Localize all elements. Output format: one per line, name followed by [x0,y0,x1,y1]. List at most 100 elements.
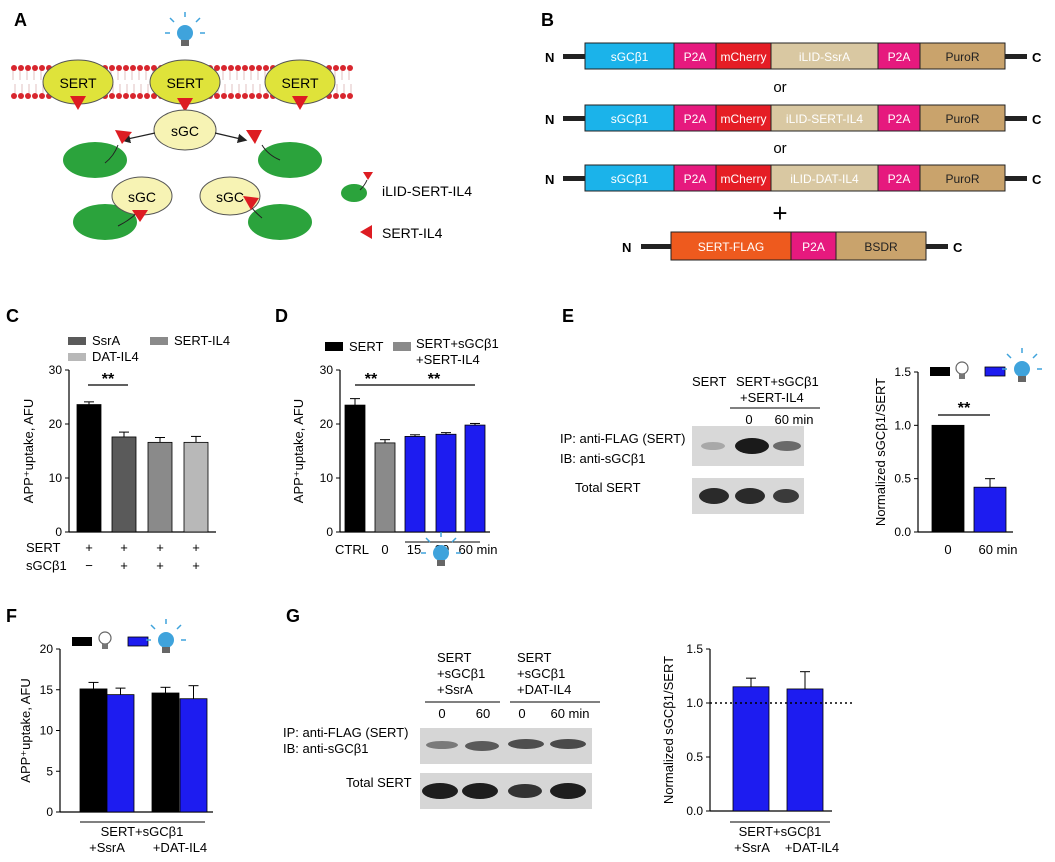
light-off-icon [98,631,112,650]
bar [732,686,770,812]
svg-text:SERT-IL4: SERT-IL4 [382,225,443,241]
sig-marker: ** [102,371,115,388]
construct-segment [670,231,792,261]
construct-segment [919,42,1006,70]
segment-label: PuroR [945,172,979,186]
svg-text:SERT: SERT [59,75,97,91]
svg-text:SERT: SERT [166,75,204,91]
construct-segment [584,104,675,132]
ilid-free-right [246,130,322,178]
western-blot-total [420,773,592,809]
y-tick-label: 0 [55,525,62,539]
construct-segment [919,164,1006,192]
western-blot-ip [692,426,804,466]
segment-label: mCherry [720,112,766,126]
lipid-head [130,93,136,99]
panel-label-a: A [14,10,27,30]
arrow [214,132,248,144]
lipid-head [116,93,122,99]
y-tick-label: 1.0 [894,418,911,432]
lipid-head [263,93,269,99]
y-tick-label: 0 [326,525,333,539]
construct-segment [919,104,1006,132]
sert-il4-triangle [177,98,193,112]
legend-f [72,618,187,654]
segment-label: sGCβ1 [611,112,649,126]
svg-text:SERT: SERT [26,540,60,555]
lipid-head [11,93,17,99]
svg-text:+SERT-IL4: +SERT-IL4 [416,352,480,367]
panel-label-d: D [275,306,288,326]
y-tick-label: 20 [40,642,54,656]
construct-segment [877,104,921,132]
n-terminus-label: N [622,240,631,255]
light-on-icon [164,11,206,47]
segment-label: BSDR [864,240,898,254]
plus-label: + [772,198,787,228]
arrow [120,132,156,144]
light-on-icon [1001,347,1043,383]
sgc-bound-right: sGC [199,176,312,240]
sig-marker: ** [365,371,378,388]
bar [183,441,209,533]
svg-text:+SERT-IL4: +SERT-IL4 [740,390,804,405]
x-tick-label: CTRL [335,542,369,557]
svg-text:IB: anti-sGCβ1: IB: anti-sGCβ1 [283,741,369,756]
linker [1005,54,1027,59]
y-tick-label: 20 [49,417,63,431]
lipid-head [109,65,115,71]
svg-text:0: 0 [518,706,525,721]
svg-text:+SsrA: +SsrA [734,840,770,855]
panel-label-f: F [6,606,17,626]
svg-text:+DAT-IL4: +DAT-IL4 [153,840,207,855]
legend-c: SsrA SERT-IL4 DAT-IL4 [68,333,230,364]
legend-swatch [68,337,86,345]
svg-text:SERT+sGCβ1: SERT+sGCβ1 [101,824,184,839]
svg-text:IB: anti-sGCβ1: IB: anti-sGCβ1 [560,451,646,466]
lipid-head [109,93,115,99]
y-tick-label: 0.5 [894,472,911,486]
western-blot-ip [420,728,592,764]
construct-segment [877,42,921,70]
svg-text:+sGCβ1: +sGCβ1 [437,666,485,681]
svg-text:SERT: SERT [281,75,319,91]
lipid-head [18,93,24,99]
segment-label: PuroR [945,112,979,126]
lipid-head [221,65,227,71]
y-tick-label: 10 [49,471,63,485]
svg-text:sGC: sGC [171,123,199,139]
lipid-head [263,65,269,71]
bar [344,404,366,533]
n-terminus-label: N [545,50,554,65]
svg-text:SERT: SERT [349,339,383,354]
svg-text:+: + [192,540,200,555]
segment-label: P2A [888,112,911,126]
panel-d: D SERT SERT+sGCβ1 +SERT-IL4 0102030APP⁺u… [275,306,499,567]
c-terminus-label: C [1032,50,1042,65]
svg-text:sGC: sGC [128,189,156,205]
lipid-head [11,65,17,71]
lipid-head [25,93,31,99]
lipid-head [214,93,220,99]
lipid-head [228,93,234,99]
svg-text:SERT+sGCβ1: SERT+sGCβ1 [416,336,499,351]
light-on-icon [145,618,187,654]
lipid-head [39,65,45,71]
bar [179,698,208,813]
lipid-head [144,93,150,99]
x-tick-label: 60 min [978,542,1017,557]
lipid-head [333,65,339,71]
bar [151,692,180,813]
lipid-head [256,65,262,71]
svg-text:60 min: 60 min [550,706,589,721]
svg-text:SERT: SERT [692,374,726,389]
y-tick-label: 1.5 [894,365,911,379]
lipid-head [235,65,241,71]
svg-text:sGCβ1: sGCβ1 [26,558,67,573]
y-tick-label: 5 [46,764,53,778]
y-tick-label: 0.0 [686,804,703,818]
